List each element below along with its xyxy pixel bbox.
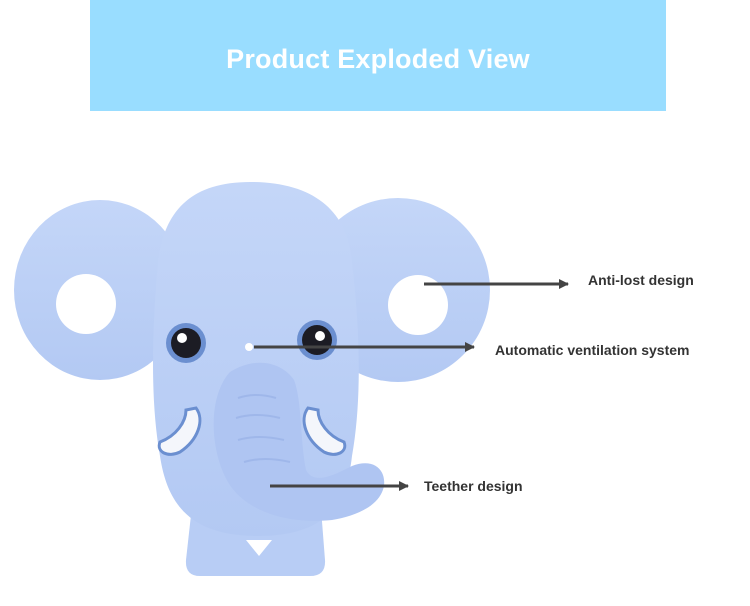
elephant-trunk	[213, 362, 385, 521]
left-tusk	[157, 406, 202, 456]
right-tusk	[302, 406, 347, 456]
header-banner: Product Exploded View	[90, 0, 666, 111]
trunk-ridges	[235, 394, 291, 463]
callout-teether: Teether design	[424, 478, 523, 494]
ventilation-hole	[245, 343, 253, 351]
left-ear-hole	[56, 274, 116, 334]
callout-anti-lost: Anti-lost design	[588, 272, 694, 288]
callout-ventilation: Automatic ventilation system	[495, 342, 690, 358]
page-title: Product Exploded View	[226, 44, 530, 74]
right-ear-hole	[388, 275, 448, 335]
tab-hole	[246, 540, 272, 556]
elephant-head	[153, 182, 359, 536]
right-eye	[297, 320, 337, 360]
left-eye	[166, 323, 206, 363]
left-ear	[14, 200, 186, 380]
